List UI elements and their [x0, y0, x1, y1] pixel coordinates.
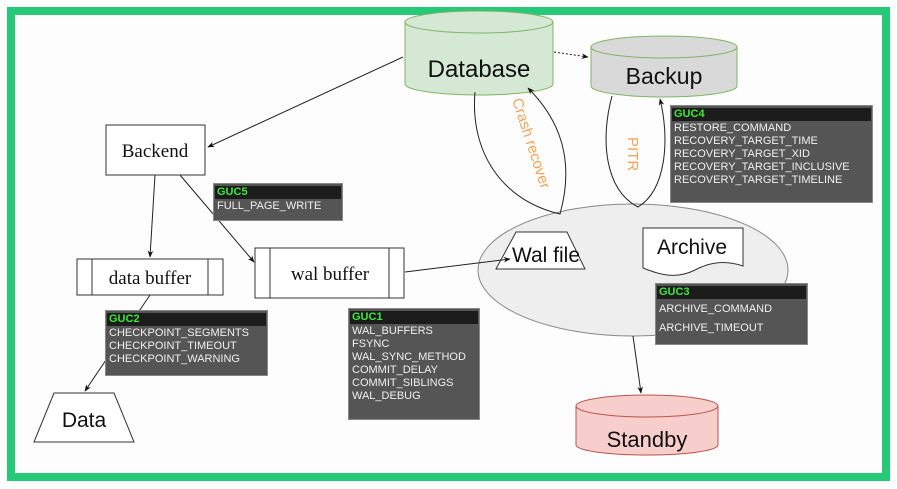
- wal-buffer-label: wal buffer: [291, 264, 370, 285]
- guc4-box: GUC4 RESTORE_COMMAND RECOVERY_TARGET_TIM…: [670, 105, 873, 203]
- guc2-box: GUC2 CHECKPOINT_SEGMENTS CHECKPOINT_TIME…: [105, 310, 268, 376]
- guc1-item: WAL_BUFFERS: [352, 325, 433, 337]
- edge-wal-buffer-to-wal-file: [404, 256, 511, 273]
- database-node[interactable]: Database: [404, 10, 554, 96]
- guc1-item: FSYNC: [352, 338, 390, 350]
- standby-label: Standby: [607, 427, 688, 452]
- guc3-title: GUC3: [657, 286, 806, 299]
- wal-file-node[interactable]: Wal file: [495, 231, 586, 270]
- pitr-label: PITR: [624, 137, 641, 171]
- guc1-box: GUC1 WAL_BUFFERS FSYNC WAL_SYNC_METHOD C…: [348, 308, 480, 420]
- edge-database-to-backend: [207, 56, 404, 148]
- data-label: Data: [62, 409, 107, 432]
- guc4-item: RECOVERY_TARGET_INCLUSIVE: [674, 161, 850, 173]
- backend-label: Backend: [122, 141, 189, 162]
- data-node[interactable]: Data: [33, 392, 135, 443]
- guc5-item: FULL_PAGE_WRITE: [217, 200, 322, 212]
- edge-pitr: [605, 95, 666, 208]
- guc3-box: GUC3 ARCHIVE_COMMAND ARCHIVE_TIMEOUT: [655, 283, 808, 345]
- guc1-item: COMMIT_DELAY: [352, 364, 438, 376]
- standby-node[interactable]: Standby: [575, 394, 719, 456]
- backend-node[interactable]: Backend: [105, 124, 206, 176]
- guc1-item: COMMIT_SIBLINGS: [352, 377, 454, 389]
- backup-node[interactable]: Backup: [590, 35, 738, 98]
- archive-node[interactable]: Archive: [642, 227, 744, 276]
- edge-database-to-backup: [553, 51, 589, 59]
- guc4-item: RESTORE_COMMAND: [674, 122, 792, 134]
- guc3-item: ARCHIVE_COMMAND: [659, 303, 773, 315]
- guc2-item: CHECKPOINT_WARNING: [109, 353, 240, 365]
- guc1-item: WAL_SYNC_METHOD: [352, 351, 466, 363]
- guc4-item: RECOVERY_TARGET_XID: [674, 148, 810, 160]
- guc4-item: RECOVERY_TARGET_TIME: [674, 135, 818, 147]
- guc5-box: GUC5 FULL_PAGE_WRITE: [213, 183, 343, 221]
- database-label: Database: [428, 56, 531, 83]
- guc1-item: WAL_DEBUG: [352, 390, 421, 402]
- guc1-title: GUC1: [350, 311, 478, 324]
- guc4-item: RECOVERY_TARGET_TIMELINE: [674, 174, 843, 186]
- wal-file-label: Wal file: [512, 244, 580, 267]
- data-buffer-label: data buffer: [109, 268, 192, 289]
- wal-buffer-node[interactable]: wal buffer: [254, 247, 405, 299]
- guc5-title: GUC5: [215, 186, 341, 199]
- archive-label: Archive: [657, 236, 727, 259]
- edge-backend-to-data-buffer: [147, 174, 156, 258]
- guc4-title: GUC4: [672, 108, 871, 121]
- edge-crash-recover: [473, 87, 567, 215]
- guc2-title: GUC2: [107, 313, 266, 326]
- backup-label: Backup: [626, 63, 703, 89]
- data-buffer-node[interactable]: data buffer: [76, 258, 224, 296]
- edge-wal-region-to-standby: [632, 335, 643, 394]
- guc3-item: ARCHIVE_TIMEOUT: [659, 322, 764, 334]
- guc2-item: CHECKPOINT_SEGMENTS: [109, 327, 249, 339]
- guc2-item: CHECKPOINT_TIMEOUT: [109, 340, 237, 352]
